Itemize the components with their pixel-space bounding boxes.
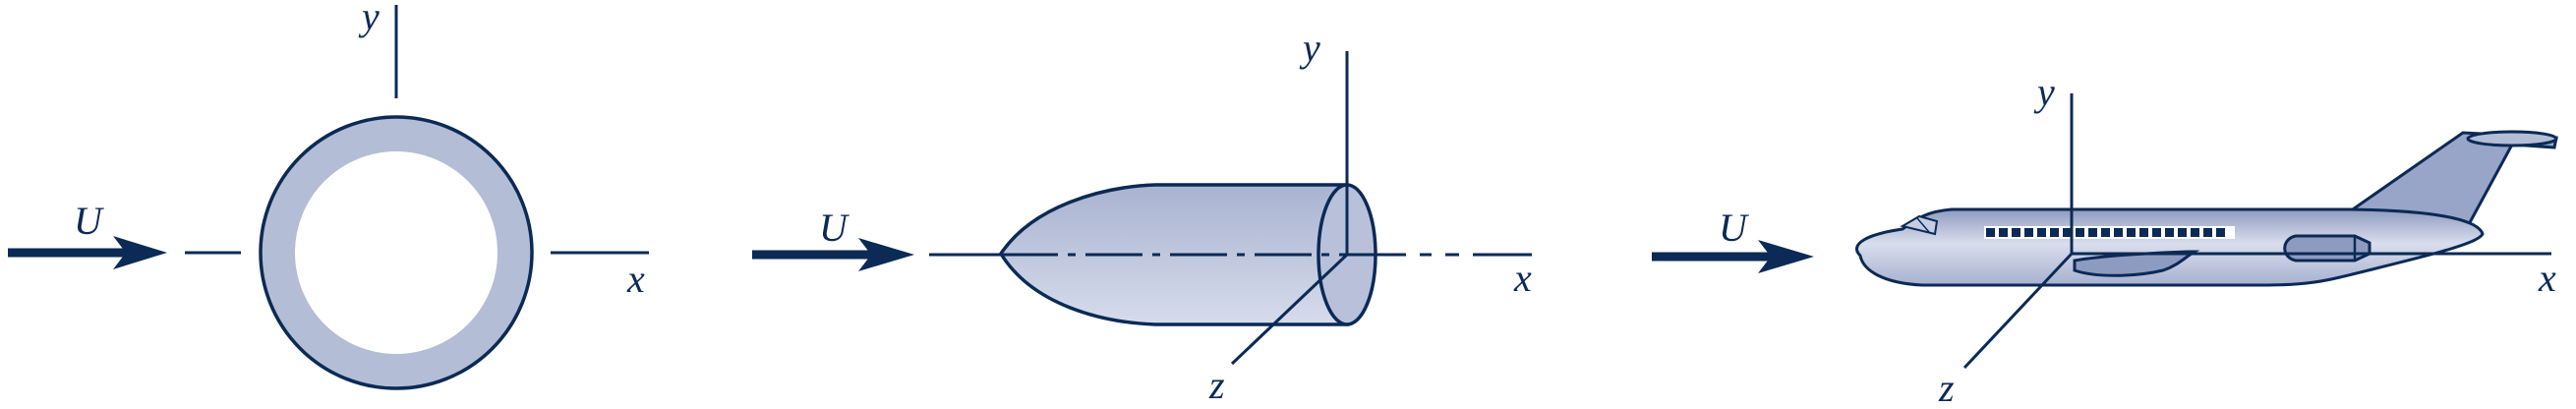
flow-arrow <box>1652 240 1814 273</box>
x-axis-label: x <box>1513 256 1532 300</box>
panel-axisymmetric-body: U y x z <box>752 26 1539 407</box>
x-axis-label: x <box>2538 256 2556 300</box>
panel-airplane: U <box>1652 70 2558 409</box>
y-axis-label: y <box>1299 26 1320 70</box>
horizontal-stabilizer <box>2466 130 2558 147</box>
y-axis-label: y <box>358 0 380 38</box>
cylinder-shape <box>259 115 534 390</box>
flow-arrow <box>752 238 914 271</box>
engine-nacelle <box>2283 234 2371 263</box>
z-axis-label: z <box>1938 366 1955 409</box>
fuselage <box>1855 207 2485 287</box>
cockpit-window-divider <box>1916 217 1930 233</box>
cabin-windows <box>1984 226 2235 239</box>
flow-velocity-label: U <box>819 205 850 250</box>
cockpit-window <box>1900 214 1939 236</box>
z-axis-label: z <box>1208 363 1225 407</box>
z-axis <box>1962 252 2074 370</box>
x-axis-label: x <box>626 257 645 301</box>
flow-arrow <box>8 236 167 269</box>
flow-velocity-label: U <box>1719 205 1750 250</box>
panel-cylinder: U y x <box>8 0 649 390</box>
y-axis-label: y <box>2033 70 2055 114</box>
flow-velocity-label: U <box>74 199 105 243</box>
z-axis <box>1230 253 1349 366</box>
